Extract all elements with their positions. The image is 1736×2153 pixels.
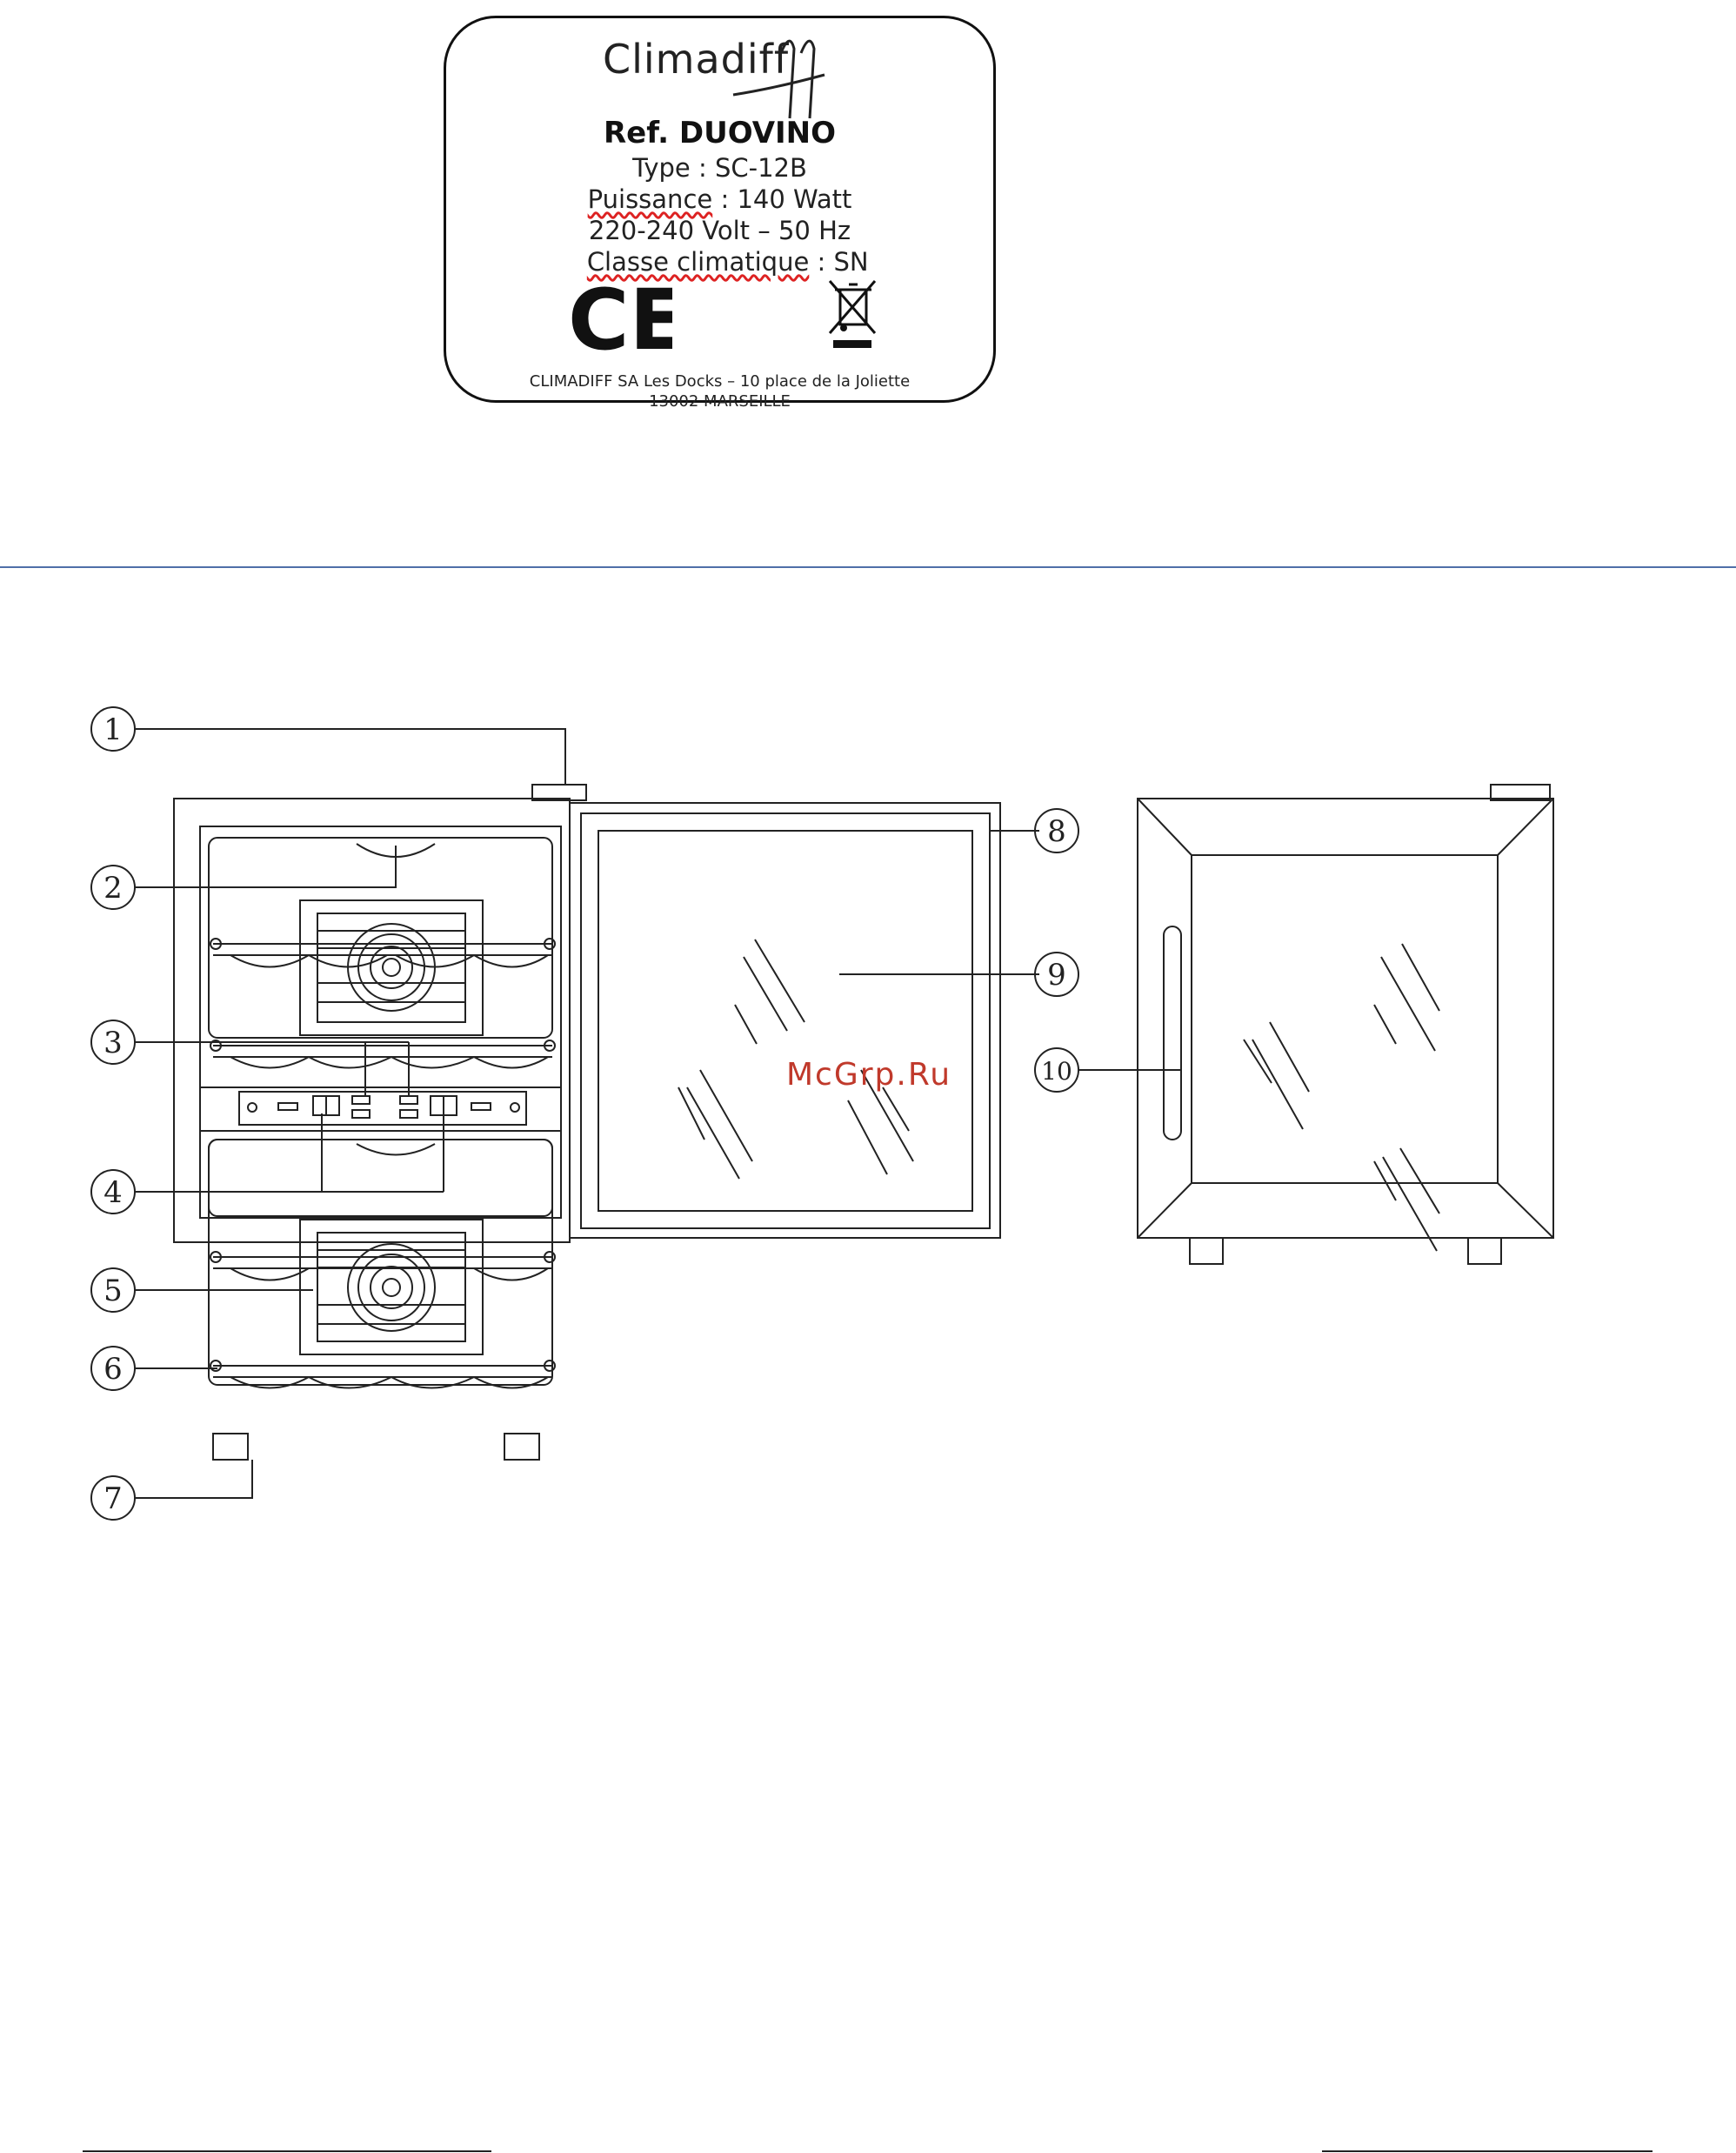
ce-mark-text: CE [568, 279, 672, 358]
power-value: : 140 Watt [712, 184, 851, 214]
weee-bin-icon [825, 277, 881, 356]
callout-1: 1 [103, 712, 123, 747]
callout-2: 2 [103, 871, 123, 906]
power-label: Puissance [588, 184, 713, 214]
closed-side-view [1138, 785, 1553, 1264]
wine-cooler-diagram: 1 2 3 4 5 6 7 8 9 10 [0, 679, 1736, 1540]
lower-section [209, 1140, 555, 1388]
footer-rule-left [83, 2150, 491, 2152]
climate-class: Classe climatique : SN [446, 247, 993, 277]
callout-10: 10 [1041, 1057, 1072, 1086]
climate-class-value: : SN [809, 247, 868, 277]
ce-mark-icon: CE [568, 279, 672, 358]
upper-fan-icon [300, 900, 483, 1035]
open-glass-door [570, 803, 1000, 1238]
footer-rule-right [1322, 2150, 1653, 2152]
lower-fan [300, 1220, 483, 1354]
manufacturer-address-line1: CLIMADIFF SA Les Docks – 10 place de la … [446, 372, 993, 391]
manufacturer-address-line1-text: CLIMADIFF SA Les Docks – 10 place de la … [530, 372, 910, 391]
door-handle [1164, 926, 1181, 1140]
model-reference: Ref. DUOVINO [446, 116, 993, 150]
section-separator [0, 566, 1736, 568]
leader-lines [135, 729, 1181, 1498]
callout-5: 5 [103, 1274, 123, 1308]
voltage-rating: 220-240 Volt – 50 Hz [446, 216, 993, 245]
callout-8: 8 [1047, 814, 1066, 849]
model-reference-text: Ref. DUOVINO [604, 116, 836, 150]
callout-3: 3 [103, 1026, 123, 1060]
brand-swash-icon [603, 36, 829, 123]
brand-logo: Climadiff [603, 36, 829, 123]
watermark: McGrp.Ru [786, 1057, 951, 1093]
model-type: Type : SC-12B [446, 153, 993, 183]
climate-class-label: Classe climatique [587, 247, 810, 277]
callout-7: 7 [103, 1481, 123, 1516]
front-view-cabinet [174, 785, 586, 1242]
rating-plate-label: Climadiff Ref. DUOVINO Type : SC-12B Pui… [444, 16, 996, 403]
callout-6: 6 [103, 1352, 123, 1387]
foot-left [213, 1434, 248, 1460]
manufacturer-address-line2: 13002 MARSEILLE [446, 392, 993, 411]
callout-4: 4 [103, 1175, 123, 1210]
foot-right [504, 1434, 539, 1460]
power-rating: Puissance : 140 Watt [446, 184, 993, 214]
callout-9: 9 [1047, 958, 1066, 993]
